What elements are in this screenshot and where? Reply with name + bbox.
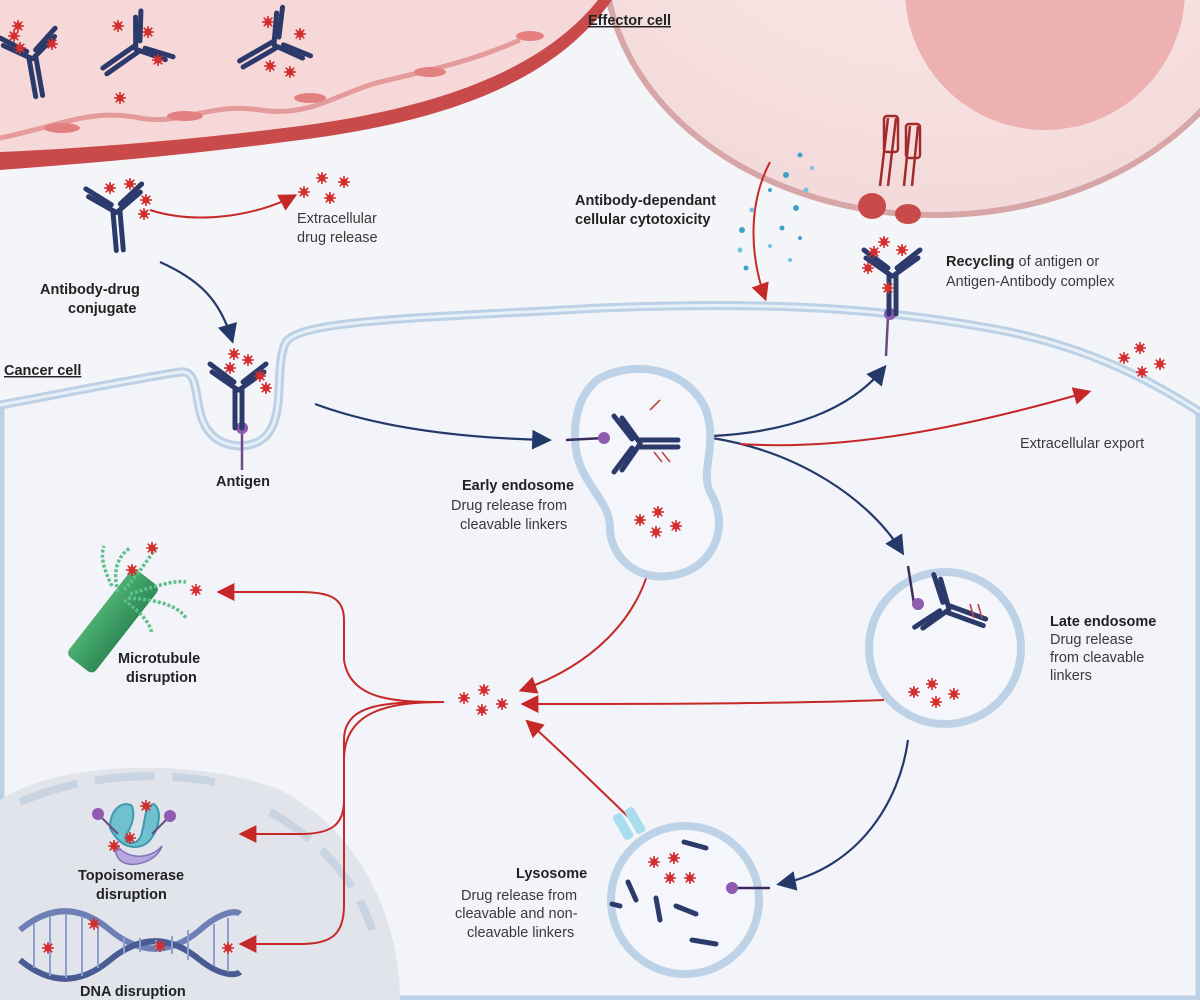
effector-cell-label: Effector cell bbox=[588, 13, 671, 29]
extracellular-release-label-1: Extracellular bbox=[297, 211, 377, 227]
labels: Effector cell Cancer cell Extracellular … bbox=[4, 13, 1156, 1000]
early-endosome-desc-1: Drug release from bbox=[451, 498, 567, 514]
bound-adc bbox=[210, 347, 273, 470]
topoisomerase-label-1: Topoisomerase bbox=[78, 868, 184, 884]
cancer-cell-label: Cancer cell bbox=[4, 363, 81, 379]
lysosome-desc-1: Drug release from bbox=[461, 888, 577, 904]
topoisomerase bbox=[92, 799, 176, 866]
topoisomerase-label-2: disruption bbox=[96, 887, 167, 903]
late-endosome-desc-2: from cleavable bbox=[1050, 650, 1144, 666]
lysosome-desc-2: cleavable and non- bbox=[455, 906, 578, 922]
dna-disruption-label: DNA disruption bbox=[80, 984, 186, 1000]
antigen-label: Antigen bbox=[216, 474, 270, 490]
microtubule-label-1: Microtubule bbox=[118, 651, 200, 667]
late-endosome-desc-3: linkers bbox=[1050, 668, 1092, 684]
microtubule bbox=[68, 541, 203, 673]
late-endosome-desc-1: Drug release bbox=[1050, 632, 1133, 648]
effector-receptor bbox=[858, 114, 922, 224]
recycling-label-1: Recycling of antigen or bbox=[946, 254, 1099, 270]
adcc-label-1: Antibody-dependant bbox=[575, 193, 716, 209]
red-arrows bbox=[149, 161, 1092, 953]
lysosome-title: Lysosome bbox=[516, 866, 587, 882]
early-endosome bbox=[565, 364, 723, 581]
adc-label-2: conjugate bbox=[68, 301, 136, 317]
extracellular-release-label-2: drug release bbox=[297, 230, 378, 246]
late-endosome bbox=[865, 565, 1025, 728]
adcc-particles bbox=[737, 152, 814, 271]
recycling-label-rest: of antigen or bbox=[1015, 254, 1100, 270]
adcc-label-2: cellular cytotoxicity bbox=[575, 212, 710, 228]
adc-label-1: Antibody-drug bbox=[40, 282, 140, 298]
dna-helix bbox=[18, 908, 243, 982]
recycled-complex bbox=[861, 235, 1167, 379]
late-endosome-title: Late endosome bbox=[1050, 614, 1156, 630]
lysosome-desc-3: cleavable linkers bbox=[467, 925, 574, 941]
recycling-label-bold: Recycling bbox=[946, 254, 1015, 270]
early-endosome-desc-2: cleavable linkers bbox=[460, 517, 567, 533]
recycling-label-2: Antigen-Antibody complex bbox=[946, 274, 1115, 290]
effector-cell bbox=[606, 0, 1200, 218]
microtubule-label-2: disruption bbox=[126, 670, 197, 686]
blood-vessel bbox=[0, 0, 612, 170]
nucleus bbox=[0, 767, 400, 1000]
lysosome bbox=[607, 806, 770, 978]
early-endosome-title: Early endosome bbox=[462, 478, 574, 494]
extracellular-export-label: Extracellular export bbox=[1020, 436, 1144, 452]
